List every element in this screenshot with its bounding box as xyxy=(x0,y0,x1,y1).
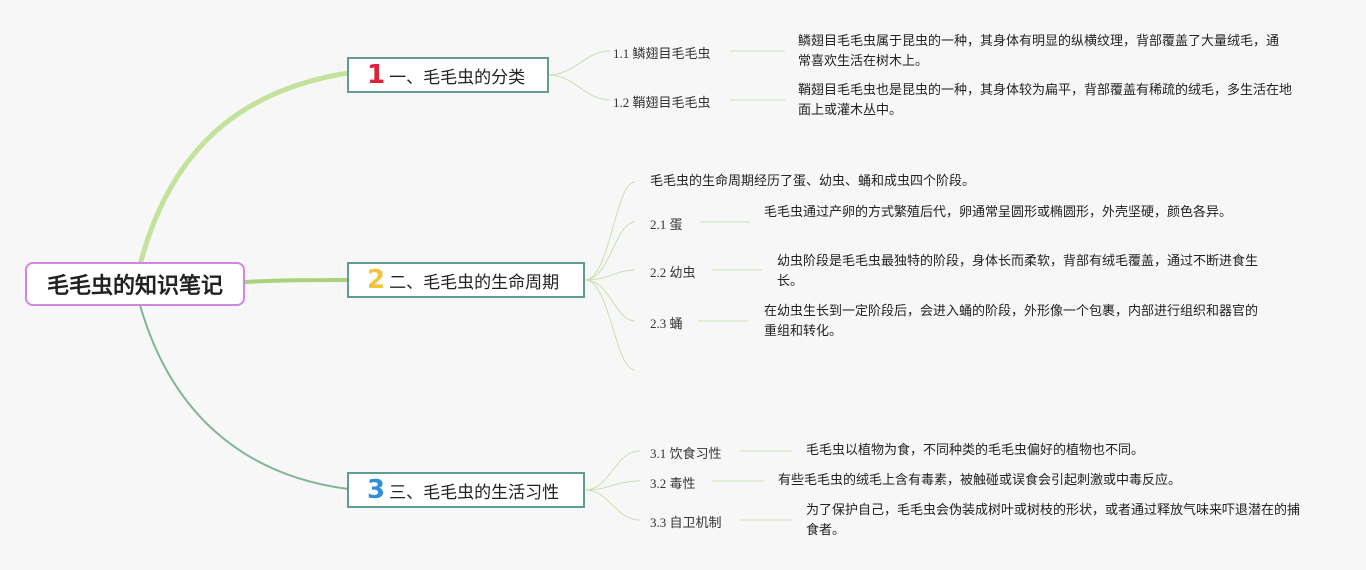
topic-node-3[interactable]: 3 三、毛毛虫的生活习性 xyxy=(347,472,585,508)
branch-line-1 xyxy=(137,70,349,266)
subtopic-2-1[interactable]: 2.1 蛋 xyxy=(650,217,683,232)
sub-line-3-2 xyxy=(584,480,641,491)
subtopic-2-3[interactable]: 2.3 蛹 xyxy=(650,316,683,331)
subtopic-2-2[interactable]: 2.2 幼虫 xyxy=(650,265,696,280)
branch-line-2 xyxy=(244,278,349,284)
sub-line-2-4 xyxy=(584,279,636,371)
sub-line-1-2 xyxy=(547,74,611,101)
topic-node-2[interactable]: 2 二、毛毛虫的生命周期 xyxy=(347,262,585,298)
topic-number-3: 3 xyxy=(367,475,386,505)
intro-2: 毛毛虫的生命周期经历了蛋、幼虫、蛹和成虫四个阶段。 xyxy=(650,174,976,189)
subtopic-3-3[interactable]: 3.3 自卫机制 xyxy=(650,515,722,530)
desc-2-1: 毛毛虫通过产卵的方式繁殖后代，卵通常呈圆形或椭圆形，外壳坚硬，颜色各异。 xyxy=(764,205,1233,220)
desc-1-2: 鞘翅目毛毛虫也是昆虫的一种，其身体较为扁平，背部覆盖有稀疏的绒毛，多生活在地面上… xyxy=(798,83,1293,118)
sub-line-2-2 xyxy=(584,269,636,281)
sub-line-3-3 xyxy=(584,489,641,521)
topic-label-2: 二、毛毛虫的生命周期 xyxy=(389,272,560,293)
topic-label-1: 一、毛毛虫的分类 xyxy=(389,67,526,88)
desc-3-2: 有些毛毛虫的绒毛上含有毒素，被触碰或误食会引起刺激或中毒反应。 xyxy=(778,473,1182,488)
sub-line-3-1 xyxy=(584,450,641,491)
sub-line-1-1 xyxy=(547,50,611,76)
sub-line-2-3 xyxy=(584,279,636,322)
desc-3-3: 为了保护自己，毛毛虫会伪装成树叶或树枝的形状，或者通过释放气味来吓退潜在的捕食者… xyxy=(806,503,1301,538)
branch-line-3 xyxy=(139,304,349,490)
desc-1-1: 鳞翅目毛毛虫属于昆虫的一种，其身体有明显的纵横纹理，背部覆盖了大量绒毛，通常喜欢… xyxy=(798,34,1280,69)
subtopic-3-1[interactable]: 3.1 饮食习性 xyxy=(650,446,722,461)
desc-2-2: 幼虫阶段是毛毛虫最独特的阶段，身体长而柔软，背部有绒毛覆盖，通过不断进食生长。 xyxy=(777,254,1259,289)
subtopic-3-2[interactable]: 3.2 毒性 xyxy=(650,476,696,491)
topic-label-3: 三、毛毛虫的生活习性 xyxy=(389,482,560,503)
topic-number-2: 2 xyxy=(367,265,386,295)
sub-line-2-0 xyxy=(584,181,636,281)
subtopic-1-2[interactable]: 1.2 鞘翅目毛毛虫 xyxy=(613,95,711,110)
root-node[interactable]: 毛毛虫的知识笔记 xyxy=(25,262,245,306)
topic-number-1: 1 xyxy=(367,60,386,90)
desc-3-1: 毛毛虫以植物为食，不同种类的毛毛虫偏好的植物也不同。 xyxy=(806,443,1145,458)
topic-node-1[interactable]: 1 一、毛毛虫的分类 xyxy=(347,57,549,93)
sub-line-2-1 xyxy=(584,221,636,281)
subtopic-1-1[interactable]: 1.1 鳞翅目毛毛虫 xyxy=(613,46,711,61)
desc-2-3: 在幼虫生长到一定阶段后，会进入蛹的阶段，外形像一个包裹，内部进行组织和器官的重组… xyxy=(764,304,1259,339)
